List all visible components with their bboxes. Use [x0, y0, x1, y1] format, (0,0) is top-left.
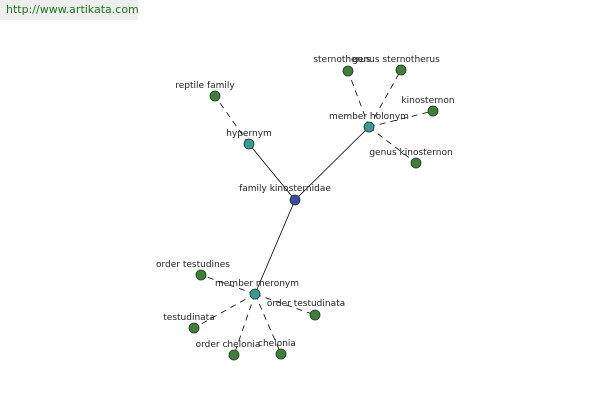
edge-order-testudines: [200, 274, 256, 295]
center-label: family kinosternidae: [239, 184, 331, 194]
relation-node-member-meronym[interactable]: [249, 288, 261, 300]
leaf-node-sternotherus[interactable]: [342, 65, 354, 77]
leaf-label-chelonia: chelonia: [258, 339, 296, 349]
leaf-label-order-testudines: order testudines: [156, 260, 230, 270]
leaf-node-chelonia[interactable]: [275, 348, 287, 360]
leaf-node-order-testudinata[interactable]: [309, 309, 321, 321]
labels: family kinosternidae hypernym member hol…: [156, 55, 455, 350]
leaf-node-testudinata[interactable]: [188, 322, 200, 334]
leaf-node-genus-kinosternon[interactable]: [410, 157, 422, 169]
leaf-node-order-testudines[interactable]: [195, 269, 207, 281]
edge-hypernym: [248, 143, 296, 201]
edge-sternotherus: [347, 70, 370, 128]
leaf-node-kinosternon[interactable]: [427, 105, 439, 117]
edge-reptile-family: [214, 95, 250, 145]
center-node[interactable]: [289, 194, 301, 206]
leaf-label-genus-sternotherus: genus sternotherus: [352, 55, 440, 65]
leaf-label-reptile-family: reptile family: [175, 81, 235, 91]
leaf-node-genus-sternotherus[interactable]: [395, 64, 407, 76]
relation-node-member-holonym[interactable]: [363, 121, 375, 133]
leaf-label-testudinata: testudinata: [163, 313, 214, 323]
relation-label-member-meronym: member meronym: [215, 279, 299, 289]
edge-member-meronym: [254, 199, 296, 295]
leaf-label-kinosternon: kinosternon: [401, 96, 454, 106]
edge-member-holonym: [294, 126, 370, 201]
leaf-label-sternotherus: sternotherus: [313, 55, 371, 65]
leaf-node-reptile-family[interactable]: [209, 90, 221, 102]
relation-label-hypernym: hypernym: [226, 129, 272, 139]
nodes: [188, 64, 439, 361]
edge-testudinata: [193, 293, 256, 329]
leaf-label-genus-kinosternon: genus kinosternon: [369, 148, 452, 158]
relation-label-member-holonym: member holonym: [329, 112, 409, 122]
edges: [193, 69, 434, 356]
leaf-label-order-testudinata: order testudinata: [267, 299, 345, 309]
leaf-label-order-chelonia: order chelonia: [196, 340, 261, 350]
edge-genus-kinosternon: [368, 126, 417, 164]
source-link[interactable]: http://www.artikata.com: [0, 0, 139, 20]
leaf-node-order-chelonia[interactable]: [228, 349, 240, 361]
relation-node-hypernym[interactable]: [243, 138, 255, 150]
